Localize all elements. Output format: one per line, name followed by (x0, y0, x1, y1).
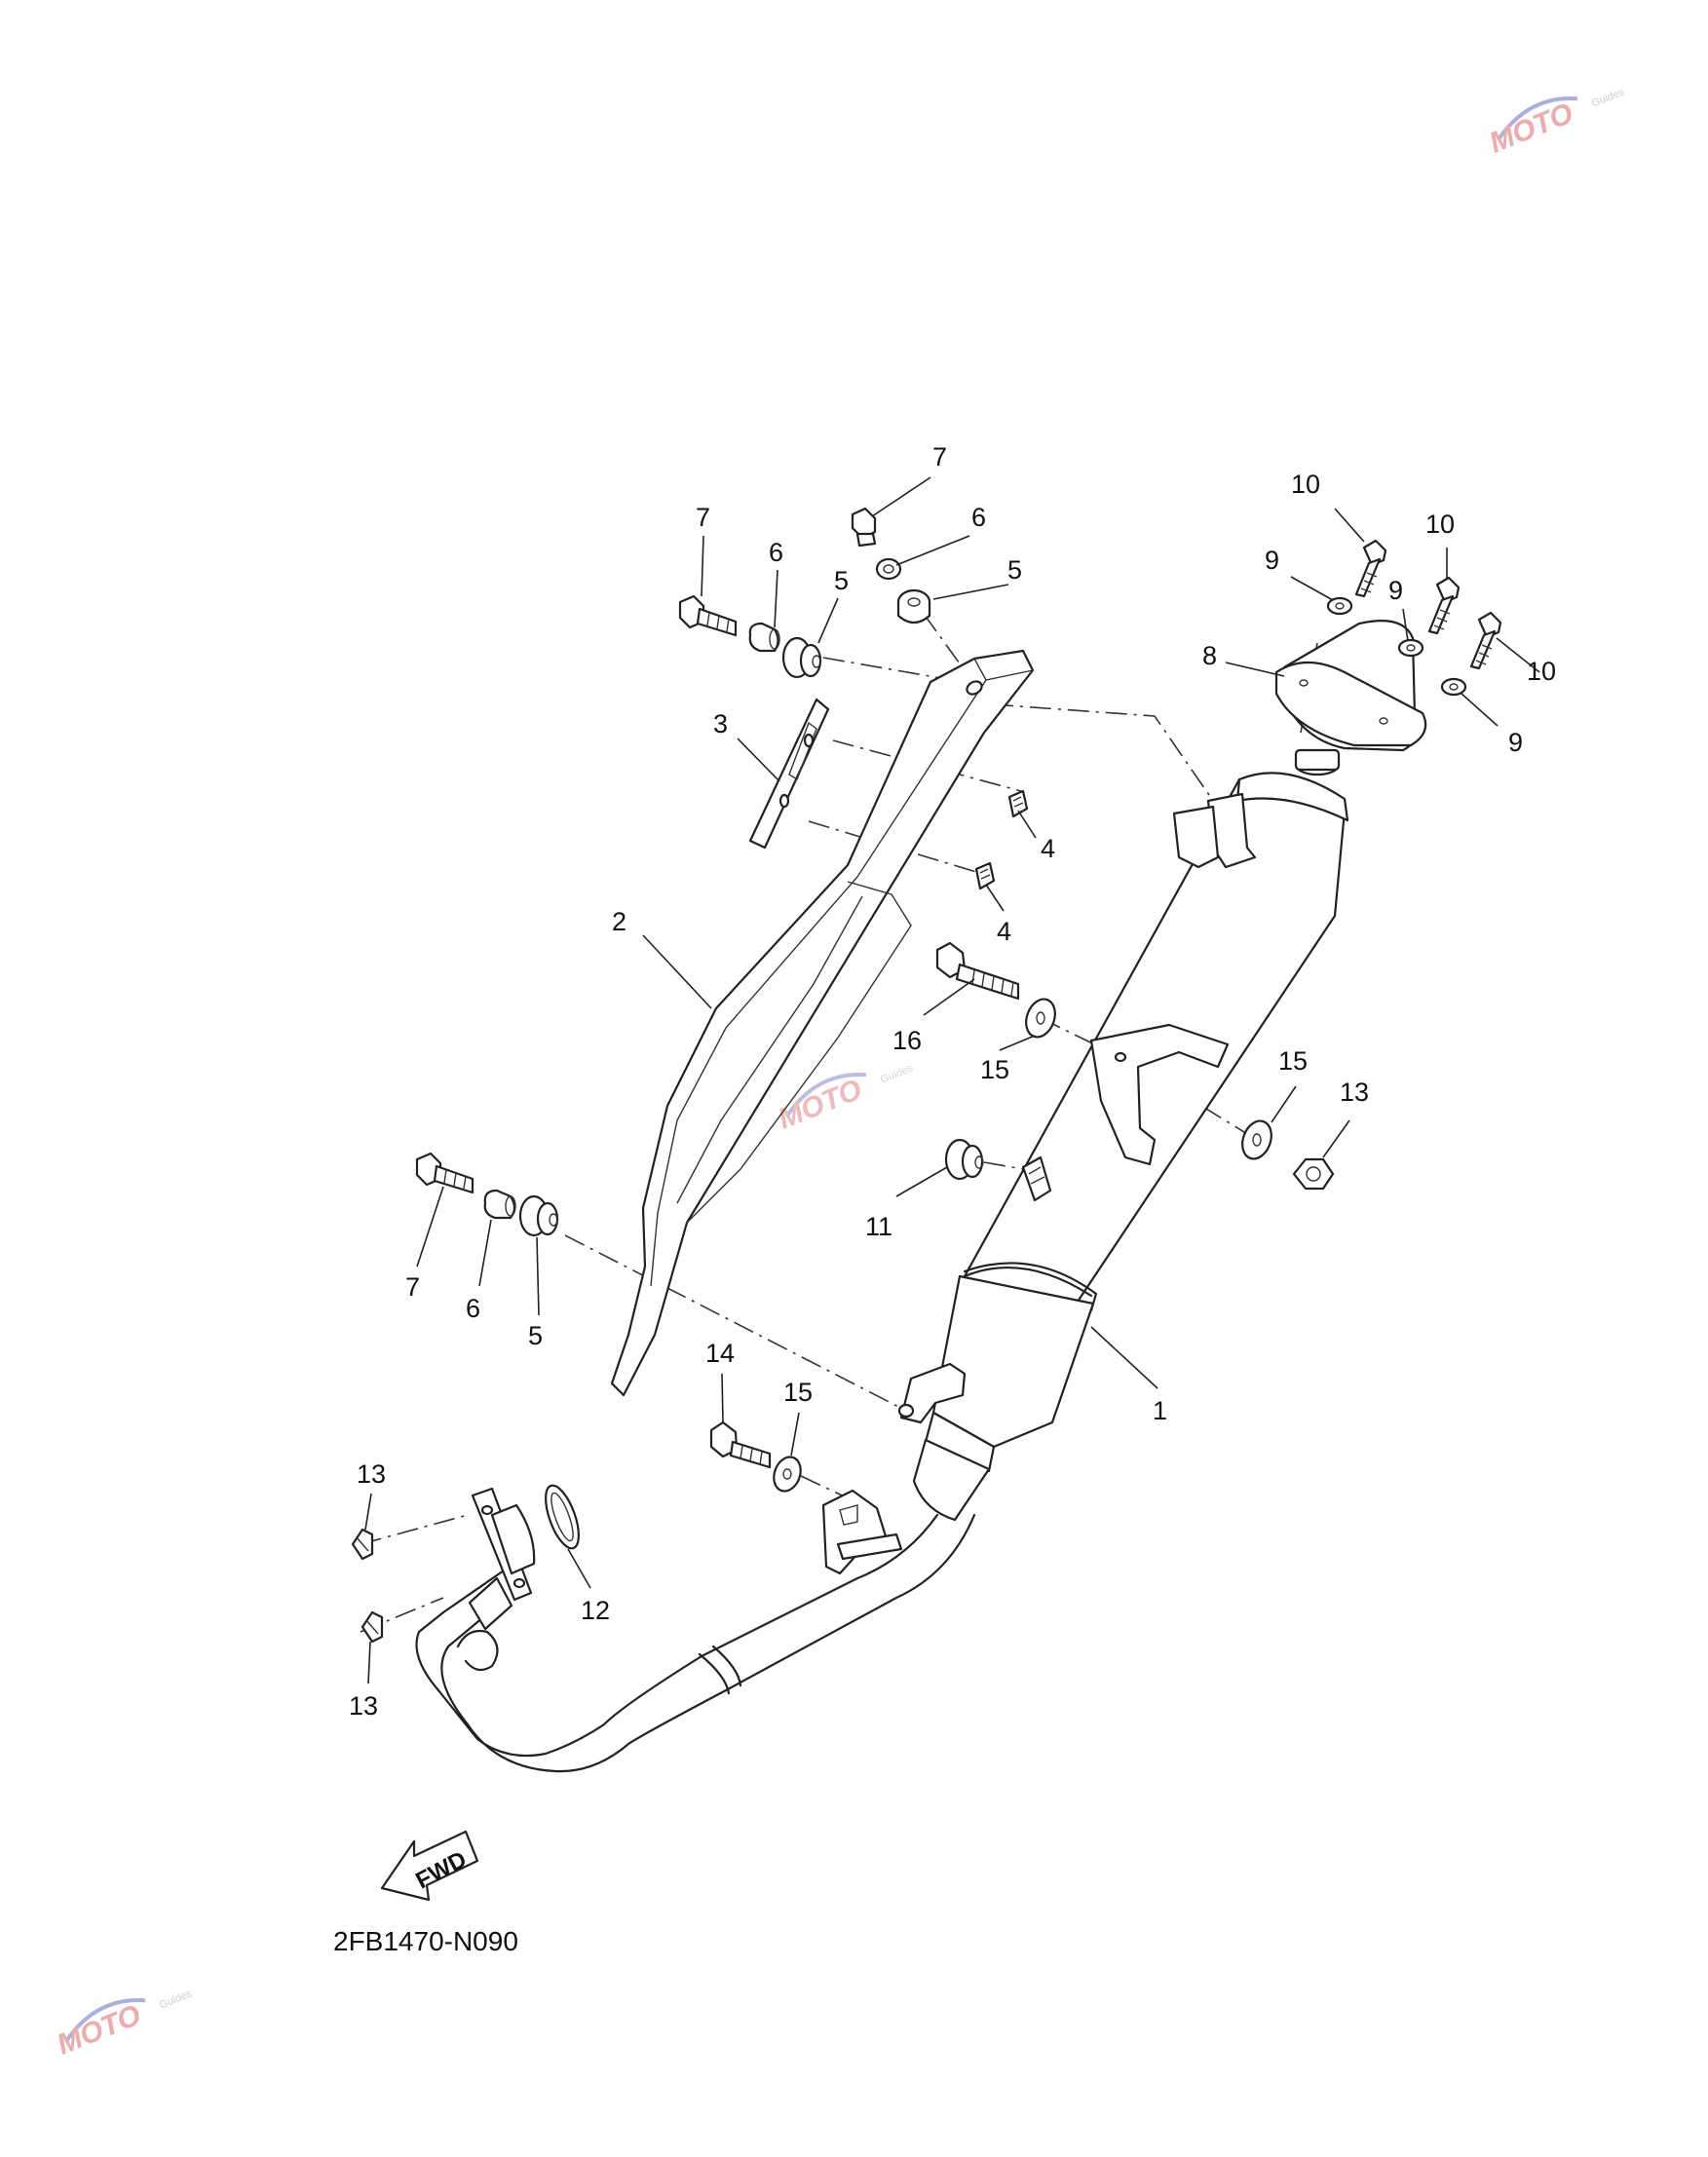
part-6-collar-upper-center (875, 557, 902, 581)
callout-5: 5 (834, 566, 849, 595)
callout-5: 5 (1007, 555, 1022, 585)
callout-12: 12 (581, 1596, 610, 1625)
part-5-grommet-upper-left (781, 636, 822, 679)
callout-7: 7 (696, 503, 710, 532)
callout-10: 10 (1527, 657, 1556, 686)
part-9-washers (1326, 596, 1467, 697)
callout-8: 8 (1202, 641, 1217, 670)
callout-4: 4 (1041, 834, 1055, 863)
callout-11: 11 (865, 1212, 892, 1241)
watermark-logo-top-right: MOTO Guides (1485, 86, 1626, 160)
watermark-logo-center: MOTO Guides (774, 1062, 915, 1136)
callout-labels: 7 6 5 7 6 5 3 4 4 2 10 10 10 9 9 9 8 16 … (349, 442, 1556, 1721)
leader-lines (364, 476, 1540, 1684)
part-8-end-cap (1274, 620, 1427, 752)
part-7-bolt-upper-left (678, 594, 738, 637)
part-6-collar-lower-left (483, 1189, 516, 1220)
callout-6: 6 (769, 538, 783, 567)
callout-9: 9 (1388, 576, 1403, 605)
exhaust-pipe (415, 1513, 976, 1773)
callout-14: 14 (705, 1339, 735, 1368)
callout-16: 16 (892, 1026, 922, 1055)
part-12-gasket (545, 1484, 580, 1550)
callout-13: 13 (1340, 1078, 1369, 1107)
callout-15: 15 (783, 1378, 813, 1407)
pipe-bracket (821, 1489, 903, 1575)
diagram-part-code: 2FB1470-N090 (333, 1926, 518, 1956)
callout-1: 1 (1153, 1396, 1167, 1425)
part-15-washers (773, 998, 1272, 1493)
part-11-grommet (944, 1138, 1052, 1202)
callout-6: 6 (971, 503, 986, 532)
part-10-bolts (1354, 539, 1502, 670)
callout-13: 13 (349, 1691, 378, 1721)
callout-6: 6 (466, 1294, 480, 1323)
watermark-tag: Guides (1590, 86, 1626, 109)
callout-15: 15 (1278, 1046, 1308, 1076)
muffler-lower-bracket (897, 1362, 967, 1424)
callout-9: 9 (1265, 546, 1279, 575)
callout-9: 9 (1508, 728, 1523, 757)
watermark-tag: Guides (879, 1062, 915, 1085)
exhaust-flange (471, 1487, 536, 1602)
forward-direction-arrow: FWD (380, 1830, 479, 1902)
callout-7: 7 (405, 1272, 420, 1302)
part-13-nuts (351, 1157, 1335, 1644)
part-4-clips (974, 789, 1029, 890)
part-7-bolt-lower-left (415, 1152, 474, 1194)
callout-7: 7 (932, 442, 947, 472)
callout-10: 10 (1291, 470, 1320, 499)
muffler-mounting-stay (1089, 1023, 1230, 1166)
muffler (912, 748, 1349, 1522)
heat-protector (610, 649, 1035, 1397)
part-7-bolt-upper-center (851, 507, 877, 548)
part-14-bolt (709, 1420, 772, 1469)
part-16-bolt (935, 941, 1020, 1001)
callout-3: 3 (713, 709, 728, 738)
part-5-grommet-lower-left (518, 1194, 559, 1237)
part-3-plate (748, 698, 830, 850)
callout-5: 5 (528, 1321, 543, 1350)
watermark-tag: Guides (158, 1987, 194, 2011)
callout-2: 2 (612, 907, 626, 936)
part-5-grommet-upper-center (896, 588, 931, 624)
watermark-logo-bottom-left: MOTO Guides (53, 1987, 194, 2062)
callout-15: 15 (980, 1055, 1009, 1084)
callout-13: 13 (357, 1459, 386, 1489)
part-6-collar-upper-left (748, 622, 780, 653)
callout-4: 4 (997, 917, 1011, 946)
callout-10: 10 (1425, 510, 1455, 539)
